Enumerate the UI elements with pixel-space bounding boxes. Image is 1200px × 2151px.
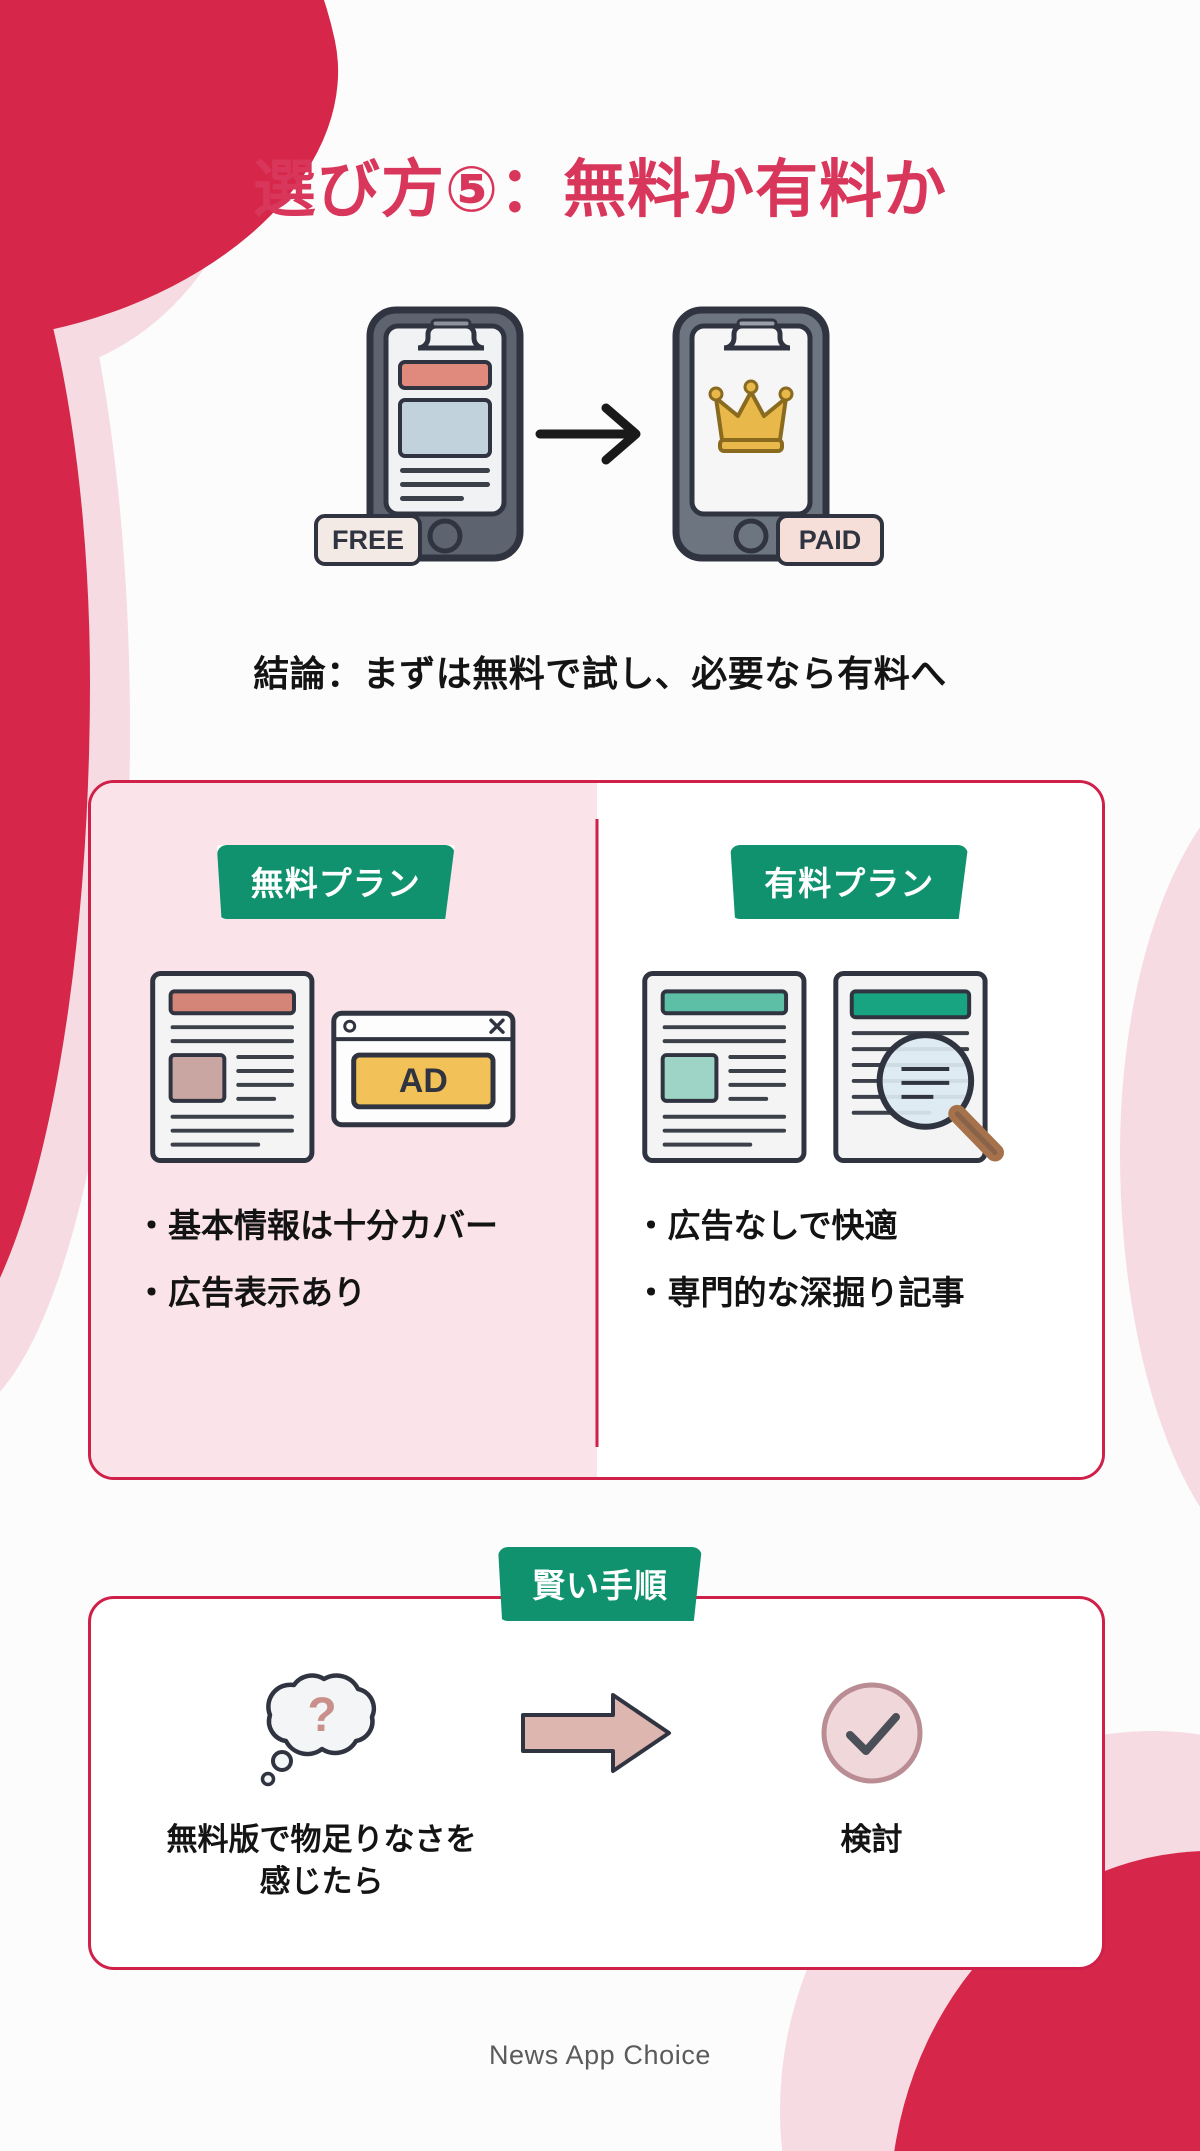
paid-plan-tag-wrap: 有料プラン xyxy=(597,845,1103,919)
step-1: ? 無料版で物足りなさを 感じたら xyxy=(152,1669,492,1903)
paid-badge-label: PAID xyxy=(799,525,862,555)
free-plan-illustration: AD xyxy=(91,959,597,1175)
step-1-label-line1: 無料版で物足りなさを xyxy=(166,1822,477,1857)
step-2-label: 検討 xyxy=(840,1822,903,1857)
newspaper-premium-icon xyxy=(641,970,806,1164)
hero-arrow-icon xyxy=(535,403,641,465)
step-2: 検討 xyxy=(702,1669,1042,1861)
paid-badge: PAID xyxy=(776,514,884,566)
paid-plan-bullets: ・広告なしで快適 ・専門的な深掘り記事 xyxy=(597,1209,1103,1343)
check-circle-icon xyxy=(702,1669,1042,1797)
crown-icon xyxy=(708,379,794,453)
smart-steps-tag-wrap: 賢い手順 xyxy=(0,1547,1200,1621)
arrow-right-icon xyxy=(520,1693,671,1773)
page-title: 選び方⑤：無料か有料か xyxy=(252,155,948,225)
magnifier-icon xyxy=(876,1032,1004,1162)
step-1-label: 無料版で物足りなさを 感じたら xyxy=(152,1819,492,1903)
footer-brand: News App Choice xyxy=(488,2040,712,2070)
comparison-divider xyxy=(595,819,598,1447)
free-plan-bullets: ・基本情報は十分カバー ・広告表示あり xyxy=(91,1209,597,1343)
paid-plan-pane: 有料プラン xyxy=(596,783,1103,1477)
free-badge-label: FREE xyxy=(332,525,404,555)
paid-illustration-svg xyxy=(641,970,1004,1164)
check-circle-svg xyxy=(821,1682,922,1784)
conclusion-text: 結論：まずは無料で試し、必要なら有料へ xyxy=(253,653,947,694)
plan-comparison-card: 無料プラン xyxy=(88,780,1105,1480)
free-illustration-svg: AD xyxy=(150,970,516,1164)
free-plan-bullet-1: ・基本情報は十分カバー xyxy=(135,1207,498,1244)
paid-plan-illustration xyxy=(597,959,1103,1175)
paid-plan-tag: 有料プラン xyxy=(730,845,969,919)
step-arrow xyxy=(492,1669,702,1797)
smart-steps-card: ? 無料版で物足りなさを 感じたら xyxy=(88,1596,1105,1970)
background-blob-right-middle xyxy=(1120,760,1200,1580)
free-phone-graphic xyxy=(366,306,524,562)
hero-phones-svg: FREE xyxy=(314,306,884,566)
ad-window-label: AD xyxy=(399,1062,448,1100)
smart-steps-tag: 賢い手順 xyxy=(498,1547,702,1621)
question-mark-glyph: ? xyxy=(307,1689,336,1742)
paid-phone-graphic xyxy=(672,306,830,562)
thought-bubble-svg: ? xyxy=(260,1673,376,1787)
paid-plan-bullet-1: ・広告なしで快適 xyxy=(634,1207,898,1244)
free-plan-pane: 無料プラン xyxy=(91,783,597,1477)
thought-bubble-question-icon: ? xyxy=(152,1669,492,1797)
smart-steps-row: ? 無料版で物足りなさを 感じたら xyxy=(91,1669,1102,1969)
hero-illustration: FREE xyxy=(0,300,1200,620)
newspaper-icon xyxy=(150,970,315,1164)
paid-plan-bullet-2: ・専門的な深掘り記事 xyxy=(634,1274,965,1311)
step-1-label-line2: 感じたら xyxy=(259,1863,384,1899)
ad-window-icon: AD xyxy=(331,1010,516,1128)
free-plan-tag-wrap: 無料プラン xyxy=(91,845,597,919)
free-plan-bullet-2: ・広告表示あり xyxy=(135,1274,366,1311)
free-badge: FREE xyxy=(314,514,422,566)
free-plan-tag: 無料プラン xyxy=(216,845,455,919)
